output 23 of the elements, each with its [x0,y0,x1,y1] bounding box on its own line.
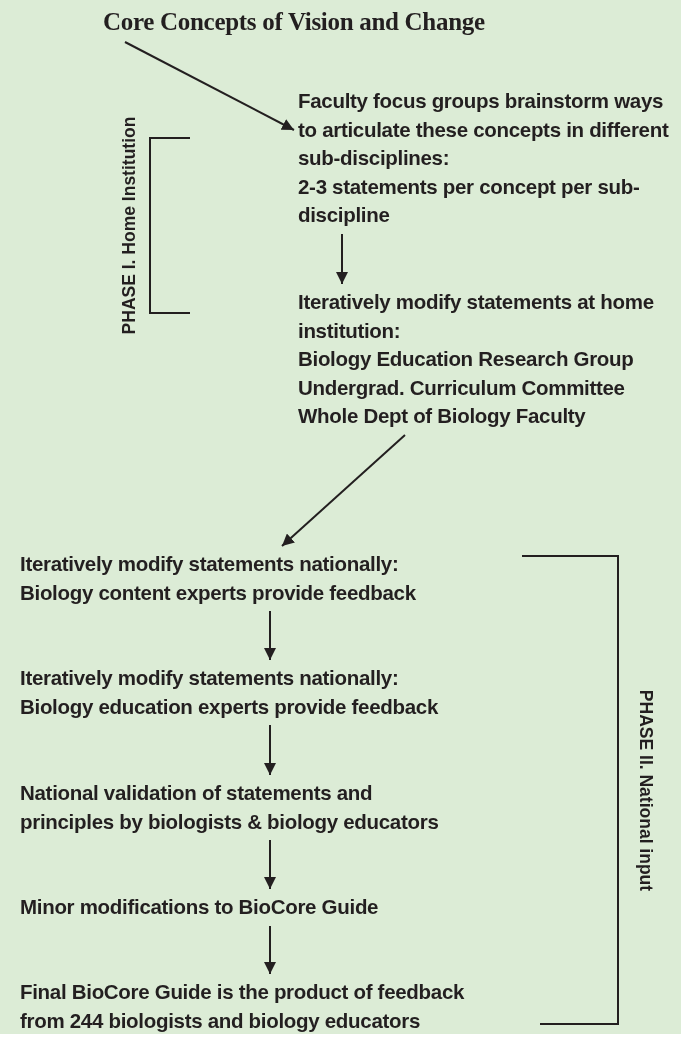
step-heading: Iteratively modify statements nationally: [20,665,400,691]
title-text: Core Concepts of Vision and Change [103,6,523,38]
arrow [264,839,276,890]
step-text: Biology content experts provide feedback [20,579,417,606]
phase-label: PHASE II. National input [634,689,656,891]
phase-label: PHASE I. Home Institution [119,116,141,334]
step-text: National validation of statements and principles by biologists & biology educators [20,779,440,836]
step-text: Final BioCore Guide is the product of feedback from 244 biologists and biology educators [20,978,490,1035]
arrow [264,925,276,975]
step-heading: Iteratively modify statements nationally: [20,551,400,577]
arrow [124,41,295,131]
step-text: Biology Education Research Group [298,346,635,372]
step-text: Undergrad. Curriculum Committee [298,374,626,401]
step-text: Minor modifications to BioCore Guide [20,893,440,922]
arrow [336,233,348,285]
step-heading: Faculty focus groups brainstorm ways to articulate these concepts in different sub-disciplines: [298,88,670,171]
step-text: Biology education experts provide feedback [20,693,439,720]
arrow [264,610,276,661]
step-heading: Iteratively modify statements at home institution: [298,289,655,344]
arrow [281,434,406,547]
step-text: 2-3 statements per concept per sub-discipline [298,173,641,228]
arrow [264,724,276,776]
step-text: Whole Dept of Biology Faculty [298,403,587,429]
